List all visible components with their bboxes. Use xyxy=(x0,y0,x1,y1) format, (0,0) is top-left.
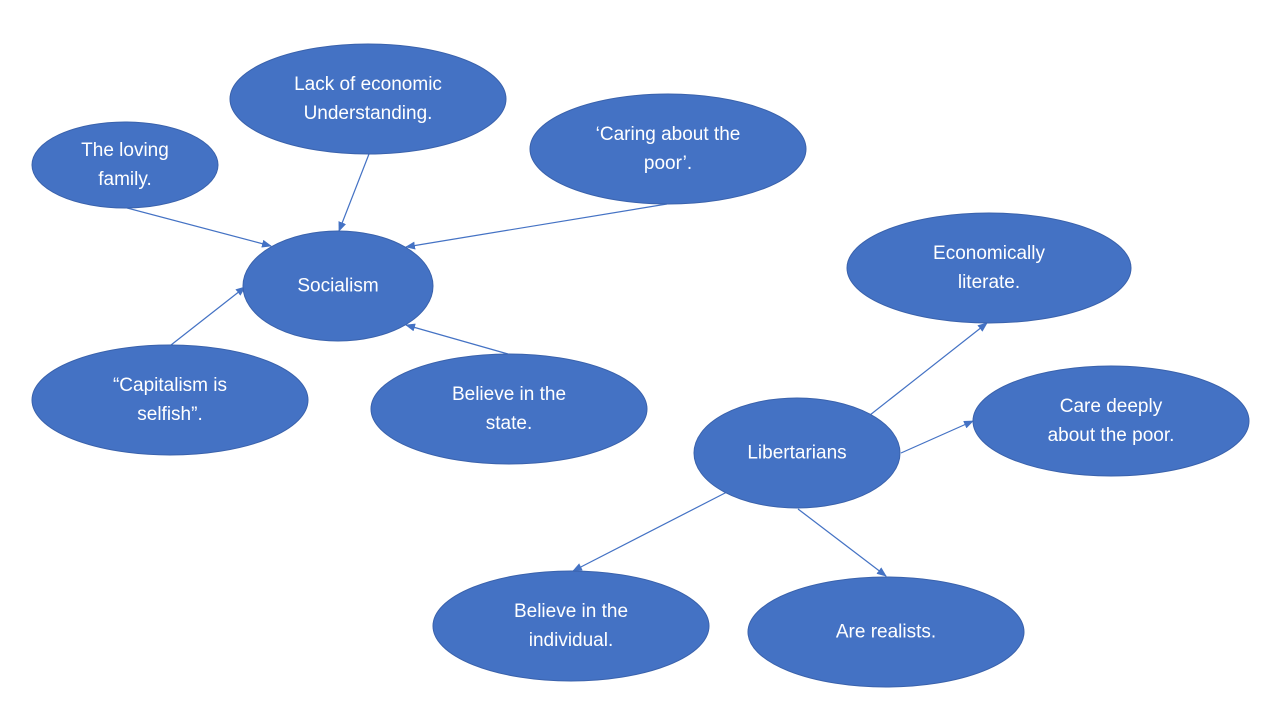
node-label-capitalism-selfish: “Capitalism is xyxy=(113,375,227,396)
node-label-believe-individual: Believe in the xyxy=(514,601,628,622)
arrow-loving-family-to-socialism xyxy=(126,207,272,248)
node-shape-are-realists xyxy=(747,576,1025,688)
arrow-lack-economic-understanding-to-socialism xyxy=(338,153,370,232)
node-label-socialism: Socialism xyxy=(297,276,378,297)
node-label-economically-literate: Economically xyxy=(933,243,1045,264)
node-shape-economically-literate xyxy=(846,212,1132,324)
node-shape-capitalism-selfish xyxy=(31,344,309,456)
node-shape-caring-about-poor xyxy=(529,93,807,205)
node-loving-family: The loving family. xyxy=(31,121,219,209)
node-shape-loving-family xyxy=(31,121,219,209)
node-believe-state: Believe in the state. xyxy=(370,353,648,465)
node-care-deeply-poor: Care deeply about the poor. xyxy=(972,365,1250,477)
node-label-believe-state: state. xyxy=(486,413,532,434)
node-shape-libertarians xyxy=(693,397,901,509)
node-label-believe-state: Believe in the xyxy=(452,384,566,405)
node-believe-individual: Believe in the individual. xyxy=(432,570,710,682)
node-label-economically-literate: literate. xyxy=(958,272,1020,293)
node-shape-socialism xyxy=(242,230,434,342)
node-label-care-deeply-poor: about the poor. xyxy=(1048,425,1175,446)
node-label-care-deeply-poor: Care deeply xyxy=(1060,396,1163,417)
arrow-caring-about-poor-to-socialism xyxy=(405,203,668,250)
node-shape-lack-economic-understanding xyxy=(229,43,507,155)
node-label-loving-family: The loving xyxy=(81,140,169,161)
arrow-libertarians-to-care-deeply-poor xyxy=(900,420,974,454)
node-libertarians: Libertarians xyxy=(693,397,901,509)
node-economically-literate: Economically literate. xyxy=(846,212,1132,324)
node-caring-about-poor: ‘Caring about the poor’. xyxy=(529,93,807,205)
nodes-layer: Socialism The loving family. Lack of econom… xyxy=(31,43,1250,688)
node-socialism: Socialism xyxy=(242,230,434,342)
edges-layer xyxy=(126,153,988,577)
node-label-are-realists: Are realists. xyxy=(836,622,936,643)
arrow-libertarians-to-economically-literate xyxy=(869,322,988,416)
node-label-capitalism-selfish: selfish”. xyxy=(137,404,202,425)
node-label-caring-about-poor: ‘Caring about the xyxy=(596,124,741,145)
node-label-libertarians: Libertarians xyxy=(747,443,846,464)
node-label-lack-economic-understanding: Lack of economic xyxy=(294,74,442,95)
node-label-believe-individual: individual. xyxy=(529,630,614,651)
node-shape-believe-individual xyxy=(432,570,710,682)
node-shape-believe-state xyxy=(370,353,648,465)
node-shape-care-deeply-poor xyxy=(972,365,1250,477)
node-capitalism-selfish: “Capitalism is selfish”. xyxy=(31,344,309,456)
node-label-lack-economic-understanding: Understanding. xyxy=(304,103,433,124)
node-label-loving-family: family. xyxy=(98,169,151,190)
arrow-capitalism-selfish-to-socialism xyxy=(170,286,246,346)
node-are-realists: Are realists. xyxy=(747,576,1025,688)
arrow-believe-state-to-socialism xyxy=(405,323,509,355)
node-label-caring-about-poor: poor’. xyxy=(644,153,692,174)
arrow-libertarians-to-believe-individual xyxy=(572,491,728,572)
arrow-libertarians-to-are-realists xyxy=(797,508,887,577)
